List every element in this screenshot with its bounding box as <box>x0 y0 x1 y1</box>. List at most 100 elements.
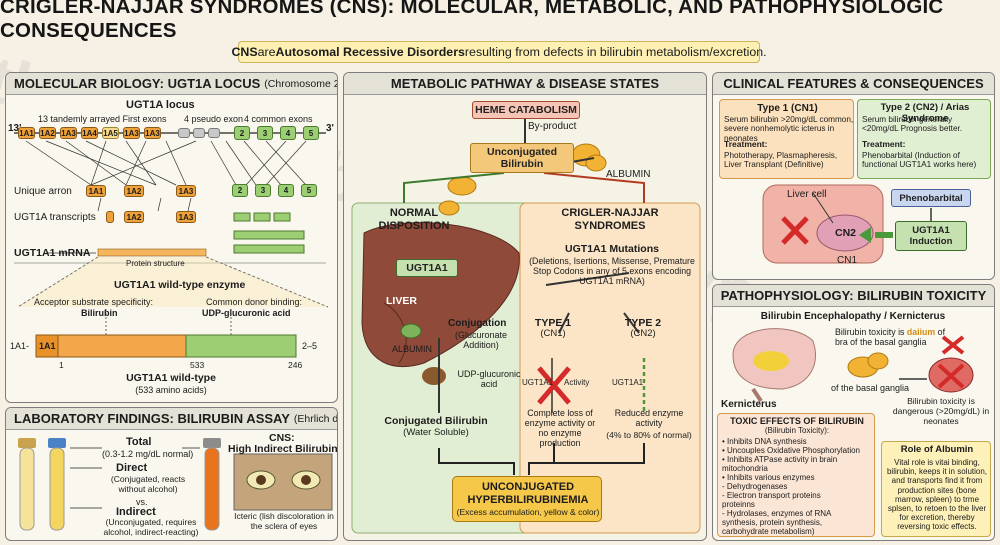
loss-desc: Complete loss of enzyme activity or no e… <box>524 408 596 449</box>
unique-1a2: 1A2 <box>124 185 144 197</box>
t1-title: Type 1 (CN1) <box>757 103 818 114</box>
indirect-label: Indirect <box>116 506 156 518</box>
type1-card: Type 1 (CN1) Serum bilirubin >20mg/dL co… <box>719 99 854 179</box>
toxic-item-4: • Inhibits various enzymes <box>722 473 815 482</box>
mut-label: UGT1A1 Mutations <box>565 243 659 255</box>
type1-sub: (CN1) <box>540 328 566 339</box>
t2-desc: Serum bilirubin generally <20mg/dL Progn… <box>862 115 963 134</box>
induction-box: UGT1A1 Induction <box>895 221 967 251</box>
molecular-header-title: MOLECULAR BIOLOGY: UGT1A LOCUS <box>14 76 261 91</box>
cns-label: CNS: <box>269 432 295 444</box>
activity1-label: UGT1A1 <box>522 378 554 387</box>
acceptor-title: Acceptor substrate specificity: <box>34 297 154 307</box>
unique-1a3: 1A3 <box>176 185 196 197</box>
exon-1a3c: 1A3 <box>144 127 161 139</box>
toxic-item-3: mitochondria <box>722 464 768 473</box>
donor-title: Common donor binding: <box>206 297 303 307</box>
tick-246: 246 <box>288 360 303 370</box>
type2-sub: (CN2) <box>630 328 656 339</box>
cn1-label: CN1 <box>837 255 858 266</box>
enzyme-label: UGT1A1 wild-type enzyme <box>114 279 246 291</box>
mut-desc: (Deletions, Isertions, Missense, Prematu… <box>529 256 695 287</box>
ugt-normal-box: UGT1A1 <box>396 259 458 277</box>
conj-bili-label: Conjugated Bilirubin <box>384 415 488 427</box>
end-3: 3' <box>326 123 334 134</box>
toxic-item-6: - Electron transport proteins <box>722 491 821 500</box>
cell-label: Liver cell <box>787 189 827 200</box>
t1-desc: Serum bilirubin >20mg/dL common, severe … <box>724 115 854 143</box>
albumin2-label: ALBUMIN <box>392 344 433 354</box>
hyper-label: UNCONJUGATED HYPERBILIRUBINEMIA <box>467 481 589 506</box>
danger-label: Bilirubin toxicity is dangerous (>20mg/d… <box>892 396 990 426</box>
cn2-label: CN2 <box>835 227 857 239</box>
toxic-sub: (Bilirubin Toxicity): <box>764 426 830 435</box>
t1-treat-title: Treatment: <box>724 139 768 149</box>
pathway-diagram <box>351 108 701 534</box>
common-exon-5: 5 <box>303 126 319 140</box>
unconj-box: Unconjugated Bilirubin <box>470 143 574 173</box>
liver-label: LIVER <box>386 295 417 307</box>
exon-1a3: 1A3 <box>60 127 77 139</box>
type2-label: TYPE 2 <box>624 317 662 329</box>
toxic-item-9: synthesis, protein synthesis, <box>722 518 823 527</box>
molecular-header-sub: (Chromosome 2q37.1) <box>264 77 337 90</box>
t2-treat: Phenobarbital (Induction of functional U… <box>862 151 977 170</box>
exon-1a3b: 1A3 <box>123 127 140 139</box>
wild-type-label: UGT1A1 wild-type <box>126 372 216 384</box>
pathway-header: METABOLIC PATHWAY & DISEASE STATES <box>344 73 706 95</box>
tubes <box>18 438 333 531</box>
albumin-box: Role of Albumin Vital role is vitai bind… <box>881 441 991 537</box>
patho-panel: PATHOPHYSIOLOGY: BILIRUBIN TOXICITY Bili… <box>712 284 995 541</box>
type1-label: TYPE 1 <box>534 317 572 329</box>
bar-right-label: 2–5 <box>302 341 318 351</box>
byproduct-label: By-product <box>528 121 577 132</box>
toxic-item-2: • Inhibits ATPase activity in brain <box>722 455 838 464</box>
note-mid: are <box>257 45 276 59</box>
heme-box: HEME CATABOLISM <box>472 101 580 119</box>
patho-header: PATHOPHYSIOLOGY: BILIRUBIN TOXICITY <box>713 285 994 307</box>
toxic-item-0: • Inhibits DNA synthesis <box>722 437 807 446</box>
hyper-box: UNCONJUGATED HYPERBILIRUBINEMIA (Excess … <box>452 476 602 522</box>
lab-header-sub: (Ehrlich diazo reagent) <box>293 412 338 425</box>
daiium-text: Bilirubin toxicity is daiium of bra of t… <box>835 327 955 347</box>
albumin-title: Role of Albumin <box>900 444 974 455</box>
transcript-small <box>106 211 114 223</box>
acceptor-value: Bilirubin <box>81 308 118 318</box>
common-exons-label: 4 common exons <box>244 114 313 124</box>
exon-1a2: 1A2 <box>39 127 56 139</box>
donor-value: UDP-glucuronic acid <box>202 308 291 318</box>
note-lead: CNS <box>231 45 258 59</box>
daiium-a: Bilirubin toxicity is <box>835 327 907 337</box>
toxic-item-10: carbohydrate metabolism) <box>722 527 815 536</box>
pseudo-exon-3 <box>208 128 220 138</box>
pseudo-exon-2 <box>193 128 205 138</box>
page-title: CRIGLER-NAJJAR SYNDROMES (CNS): MOLECULA… <box>0 0 944 42</box>
locus-diagram <box>14 132 329 358</box>
brain-diagram <box>732 328 974 487</box>
t2-title: Type 2 (CN2) / Arias Syndrome <box>880 102 970 124</box>
note-tail: resulting from defects in bilirubin meta… <box>464 45 767 59</box>
toxic-item-5: - Dehydrogenases <box>722 482 788 491</box>
pseudo-exon-label: 4 pseudo exon <box>184 114 244 124</box>
unique-c3: 3 <box>255 184 271 197</box>
mrna-label: UGT1A1 mRNA <box>14 247 91 259</box>
summary-note: CNS are Autosomal Recessive Disorders re… <box>231 41 767 63</box>
tick-1: 1 <box>59 360 64 370</box>
direct-desc: (Conjugated, reacts without alcohol) <box>110 474 186 494</box>
daiium-b: daiium <box>906 327 936 337</box>
pseudo-exon-1 <box>178 128 190 138</box>
bar-left-label: 1A1- <box>10 341 30 351</box>
daiium-c: of bra of the basal ganglia <box>835 327 946 348</box>
transcripts-label: UGT1A transcripts <box>14 212 96 223</box>
tick-533: 533 <box>190 360 205 370</box>
direct-label: Direct <box>116 462 148 474</box>
icteric-desc: Icteric (lish discoloration in the scler… <box>234 511 334 531</box>
unique-1a1: 1A1 <box>86 185 106 197</box>
albumin-desc: Vital role is vitai binding, bilirubin, … <box>886 458 988 532</box>
unique-c4: 4 <box>278 184 294 197</box>
vs-label: vs. <box>136 497 148 507</box>
normal-label: NORMAL DISPOSITION <box>378 207 450 232</box>
common-exon-4: 4 <box>280 126 296 140</box>
toxic-item-1: • Uncouples Oxidative Phosphorylation <box>722 446 860 455</box>
cn-label: CRIGLER-NAJJAR SYNDROMES <box>561 207 659 232</box>
